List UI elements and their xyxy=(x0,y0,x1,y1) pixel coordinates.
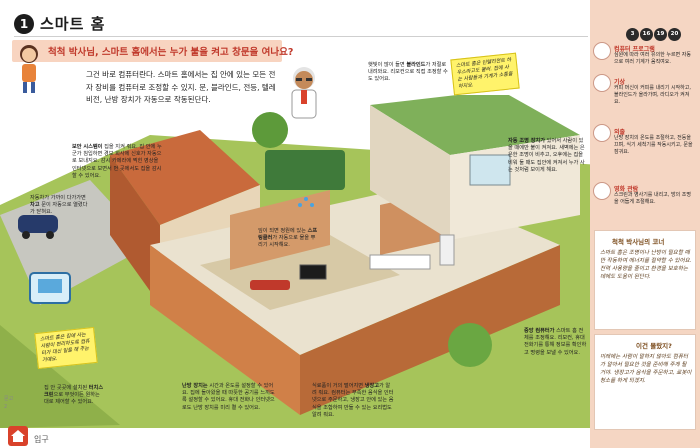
professor-corner-title: 척척 박사님의 코너 xyxy=(612,238,665,246)
garage-note: 자동차가 가까이 다가가면 차고 문이 자동으로 열렸다가 닫혀요. xyxy=(30,195,88,216)
sidebar-item-program-head: 컴퓨터 프로그램 xyxy=(614,46,655,53)
intelligent-house-callout: 스마트 홈은 인텔리전트 하우스라고도 불러. 집에 사는 사람들과 기계가 소… xyxy=(450,52,520,96)
sidebar-item-wakeup-head: 기상 xyxy=(614,79,626,86)
home-button[interactable] xyxy=(8,426,28,446)
refrigerator xyxy=(439,234,455,266)
fridge-note: 식료품이 거의 떨어지면 냉장고가 알려 줘요. 컴퓨터는 부족한 음식을 인터… xyxy=(312,383,394,418)
professor-character-illustration xyxy=(291,67,317,119)
sidebar-item-goingout-head: 외출 xyxy=(614,129,626,136)
intro-text: 그건 바로 컴퓨터란다. 스마트 홈에서는 집 안에 있는 모든 전자 장비를 … xyxy=(86,70,276,104)
left-edge-text: 문고 2 xyxy=(4,396,14,410)
television xyxy=(299,264,327,280)
vertical-garden xyxy=(265,150,345,190)
home-icon xyxy=(11,430,25,442)
garage-roof xyxy=(110,130,260,225)
page-title: 스마트 홈 xyxy=(40,15,106,33)
movie-icon xyxy=(593,182,611,200)
heating-note: 난방 장치는 시간과 온도를 설정할 수 있어요. 집에 돌아왔을 때 따뜻한 … xyxy=(182,383,275,411)
sidebar-item-program-body: 심원에 따라 여러 유의한 누르면 자동으로 여러 기계가 움직여요. xyxy=(614,52,691,65)
girl-character-illustration xyxy=(20,45,38,93)
sidebar-item-wakeup-body: 커피 머신이 커피를 내리기 시작하고, 블라인드가 올라가며, 라디오가 켜져… xyxy=(614,85,691,105)
page-ref-2[interactable]: 16 xyxy=(640,28,653,41)
touchscreen-note: 집 안 곳곳에 설치된 터치스크린으로 무엇이든 원하는 대로 제어할 수 있어… xyxy=(44,385,104,406)
security-note: 보안 시스템이 집을 지켜 줘요. 집 안에 누군가 침입하면 경보 회사에 신… xyxy=(72,144,162,179)
page-ref-4[interactable]: 20 xyxy=(668,28,681,41)
central-computer-note: 중앙 컴퓨터가 스마트 홈 전체를 조정해요. 리모컨, 휴대 전화기를 통해 … xyxy=(524,328,587,356)
question-banner xyxy=(12,40,282,62)
blind-note: 햇빛이 많이 들면 블라인드가 저절로 내려와요. 리모컨으로 직접 조정할 수… xyxy=(368,62,448,83)
page-ref-1[interactable]: 3 xyxy=(626,28,639,41)
title-divider xyxy=(14,36,588,37)
professor-corner-body: 스마트 홈은 조명이나 난방이 필요할 때만 작동하여 에너지를 절약할 수 있… xyxy=(600,250,692,280)
page-ref-3[interactable]: 19 xyxy=(654,28,667,41)
smart-home-definition-callout: 스마트 홈은 집에 사는 사람이 편리하도록 컴퓨터가 대신 일을 해 주는 거… xyxy=(34,326,98,370)
wake-up-icon xyxy=(593,74,611,92)
sidebar-item-goingout-body: 난방 장치의 온도를 조절하고, 전등을 끄며, 식기 세척기를 작동시키고, … xyxy=(614,135,693,155)
professor-corner-note xyxy=(594,230,696,330)
did-you-know-note xyxy=(594,334,696,430)
did-you-know-title: 이건 몰랐지? xyxy=(636,342,672,350)
sprinkler-note: 잎이 되면 정원에 있는 스프링클러가 자동으로 물을 뿌리기 시작해요. xyxy=(258,228,318,249)
car xyxy=(18,215,58,233)
sidebar-item-movie-body: 스크린과 영사기를 내리고, 방의 조명을 어둡게 조절해요. xyxy=(614,192,691,205)
going-out-icon xyxy=(593,124,611,142)
question-text: 척척 박사님, 스마트 홈에서는 누가 불을 켜고 창문을 여나요? xyxy=(48,47,294,58)
footer-entrance-label: 입구 xyxy=(34,435,49,444)
lighting-note: 자동 조명 장치가 있어서 사람이 있을 때에만 불이 켜져요. 새벽에는 은은… xyxy=(508,138,585,173)
green-roof xyxy=(370,95,580,155)
sidebar-item-movie-head: 영화 관람 xyxy=(614,186,639,193)
did-you-know-body: 미래에는 사람이 말하지 않아도 컴퓨터가 알아서 필요한 것을 준비해 주게 … xyxy=(600,354,692,384)
chapter-number-badge: 1 xyxy=(14,14,34,34)
program-icon xyxy=(593,42,611,60)
smart-home-cutaway-illustration xyxy=(0,95,600,428)
